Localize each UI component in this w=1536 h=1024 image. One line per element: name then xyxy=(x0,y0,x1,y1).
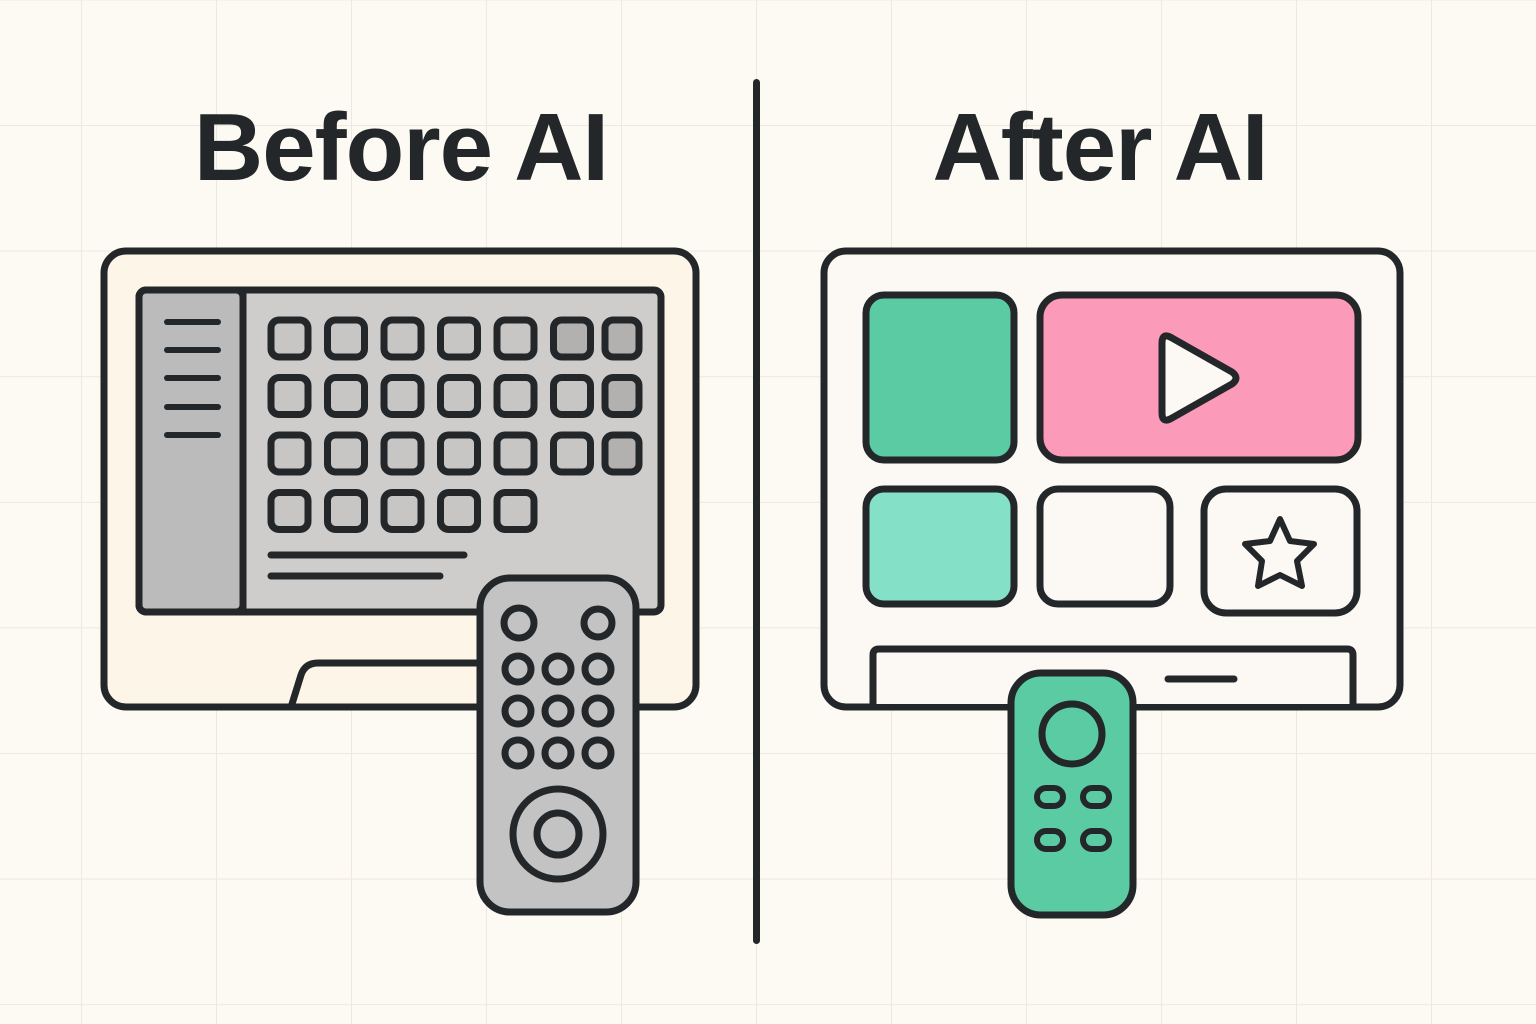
old-tile xyxy=(267,489,312,533)
old-tile xyxy=(380,374,425,418)
old-tile xyxy=(601,374,643,418)
number-pad xyxy=(501,652,615,770)
number-button xyxy=(501,652,535,686)
old-tile xyxy=(324,431,368,476)
old-tile xyxy=(493,489,538,533)
number-button xyxy=(581,736,615,770)
menu-lines xyxy=(164,319,221,438)
select-button xyxy=(1038,700,1106,768)
old-tile-grid xyxy=(267,316,643,533)
old-tile xyxy=(601,431,643,476)
old-tile xyxy=(267,374,312,418)
before-ai-title: Before AI xyxy=(193,94,609,201)
remote-small-button xyxy=(1034,828,1066,852)
old-tv xyxy=(100,247,700,711)
remote-small-button xyxy=(1080,785,1112,809)
old-tile xyxy=(601,316,643,361)
old-tile xyxy=(493,316,538,361)
old-tile xyxy=(324,489,368,533)
new-tv xyxy=(820,247,1404,711)
number-button xyxy=(541,736,575,770)
old-tile xyxy=(550,374,594,418)
new-remote xyxy=(1007,669,1137,919)
old-remote xyxy=(476,574,640,916)
old-tv-sidebar xyxy=(135,286,247,616)
number-button xyxy=(541,652,575,686)
remote-small-buttons xyxy=(1034,785,1112,852)
center-divider xyxy=(753,79,760,944)
old-tile xyxy=(324,374,368,418)
old-tile xyxy=(437,374,481,418)
old-text-lines xyxy=(267,551,468,580)
power-button xyxy=(500,604,538,642)
old-tile xyxy=(380,316,425,361)
after-ai-title: After AI xyxy=(932,94,1268,201)
old-tile xyxy=(380,489,425,533)
green-tile xyxy=(862,291,1018,464)
old-tile xyxy=(324,316,368,361)
remote-small-button xyxy=(1034,785,1066,809)
play-icon xyxy=(1158,332,1240,424)
star-icon xyxy=(1242,516,1317,589)
old-tile xyxy=(267,316,312,361)
old-tile xyxy=(437,489,481,533)
blank-tile xyxy=(1036,485,1174,608)
old-tile xyxy=(550,431,594,476)
old-tile xyxy=(437,316,481,361)
old-tile xyxy=(267,431,312,476)
ok-button xyxy=(533,809,583,859)
old-tile xyxy=(437,431,481,476)
old-tile xyxy=(493,431,538,476)
mint-tile xyxy=(862,485,1018,608)
old-tile xyxy=(493,374,538,418)
old-tile xyxy=(550,316,594,361)
number-button xyxy=(581,694,615,728)
number-button xyxy=(501,736,535,770)
old-tv-stand xyxy=(288,659,482,708)
number-button xyxy=(541,694,575,728)
number-button xyxy=(501,694,535,728)
remote-small-button xyxy=(1080,828,1112,852)
number-button xyxy=(581,652,615,686)
old-tile xyxy=(380,431,425,476)
source-button xyxy=(580,605,616,641)
